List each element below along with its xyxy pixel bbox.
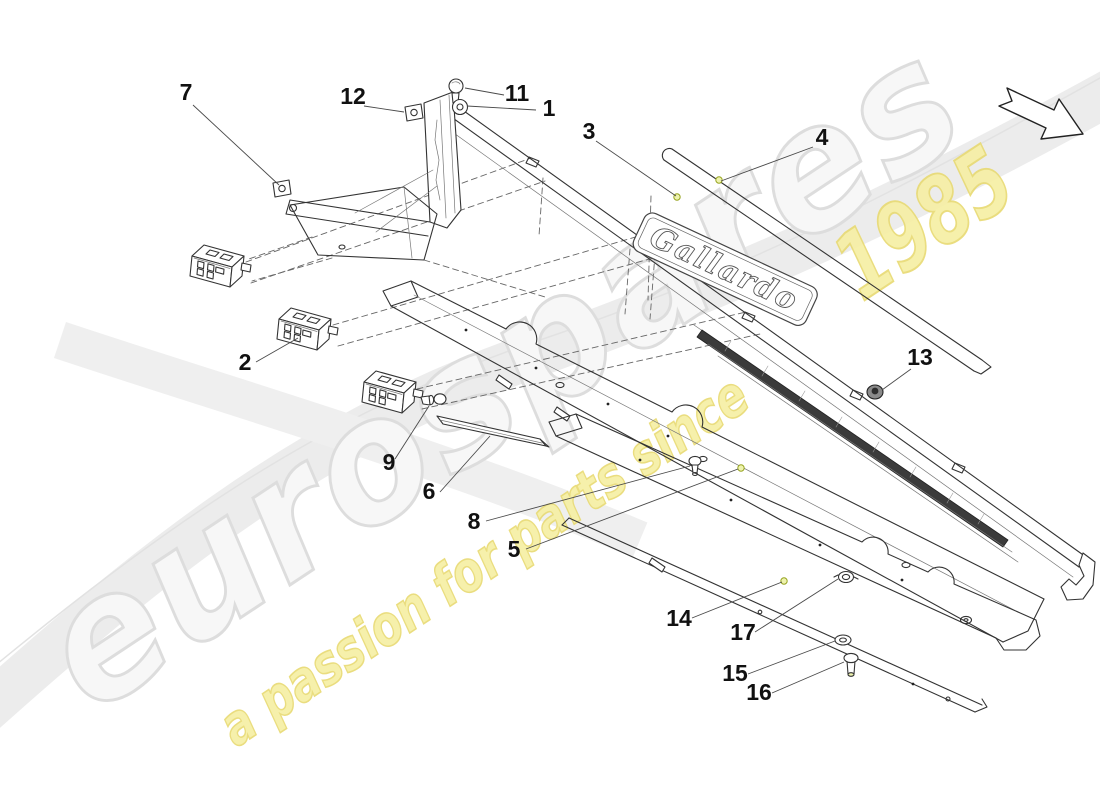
svg-text:3: 3	[583, 118, 596, 144]
svg-text:13: 13	[907, 344, 933, 370]
flange-nut-17	[833, 570, 859, 584]
callout-17[interactable]: 17	[730, 578, 839, 645]
svg-text:2: 2	[239, 349, 252, 375]
callout-8[interactable]: 8	[468, 465, 691, 534]
wedge-strip	[436, 415, 550, 448]
clip-nut-7	[272, 179, 292, 198]
frame-tab	[741, 311, 756, 323]
callout-6[interactable]: 6	[423, 435, 491, 504]
screw-fastener-16	[843, 652, 859, 677]
retainer-block	[189, 244, 252, 288]
callout-16[interactable]: 16	[746, 661, 845, 705]
callouts: 1 2 3 4 5 6 7 8 9 11 12	[180, 79, 933, 705]
callout-15[interactable]: 15	[722, 640, 836, 686]
callout-13[interactable]: 13	[881, 344, 933, 391]
locating-pin	[648, 557, 666, 573]
sill-trim-panel	[548, 413, 1041, 651]
callout-2[interactable]: 2	[239, 337, 299, 375]
frame-tab	[849, 389, 864, 401]
svg-text:14: 14	[666, 605, 692, 631]
callout-4[interactable]: 4	[720, 124, 829, 182]
retainer-block	[276, 307, 339, 351]
frame-arm	[285, 199, 431, 237]
callout-11[interactable]: 11	[464, 80, 530, 106]
screw-fastener-8	[688, 455, 702, 477]
lower-lip-strip	[561, 517, 988, 713]
svg-text:12: 12	[340, 83, 366, 109]
position-marker	[780, 577, 788, 585]
svg-text:4: 4	[816, 124, 829, 150]
callout-12[interactable]: 12	[340, 83, 405, 113]
frame-tab	[525, 156, 540, 168]
clip-nut-12	[404, 103, 424, 122]
svg-text:9: 9	[383, 449, 396, 475]
callout-1[interactable]: 1	[466, 95, 556, 121]
svg-text:5: 5	[508, 536, 521, 562]
svg-text:17: 17	[730, 619, 756, 645]
frame-tab	[951, 462, 966, 474]
watermark-swoosh	[0, 71, 1100, 728]
watermark-swoosh-upper	[53, 321, 648, 558]
callout-7[interactable]: 7	[180, 79, 280, 186]
screw-fastener-9	[420, 393, 447, 406]
svg-text:8: 8	[468, 508, 481, 534]
washer-15	[834, 634, 852, 646]
svg-text:15: 15	[722, 660, 748, 686]
direction-arrow	[998, 87, 1084, 140]
callout-5[interactable]: 5	[508, 468, 739, 562]
watermark-swoosh-edge	[0, 77, 1100, 663]
svg-text:1: 1	[543, 95, 556, 121]
side-member-frame	[285, 91, 1096, 601]
svg-text:11: 11	[505, 80, 530, 106]
frame-floor-panel	[289, 186, 438, 261]
callout-9[interactable]: 9	[383, 405, 430, 475]
position-marker	[715, 176, 723, 184]
frame-bracket	[423, 91, 462, 229]
locating-pin	[495, 374, 513, 390]
callout-14[interactable]: 14	[666, 581, 783, 631]
callout-3[interactable]: 3	[583, 118, 677, 197]
position-marker	[737, 464, 745, 472]
trim-strip	[661, 147, 992, 375]
seal-strip	[693, 324, 1019, 563]
frame-end-cap	[1060, 552, 1096, 601]
washer-1	[451, 98, 469, 116]
svg-text:6: 6	[423, 478, 436, 504]
svg-text:7: 7	[180, 79, 193, 105]
svg-text:16: 16	[746, 679, 772, 705]
grommet-13	[866, 384, 884, 400]
